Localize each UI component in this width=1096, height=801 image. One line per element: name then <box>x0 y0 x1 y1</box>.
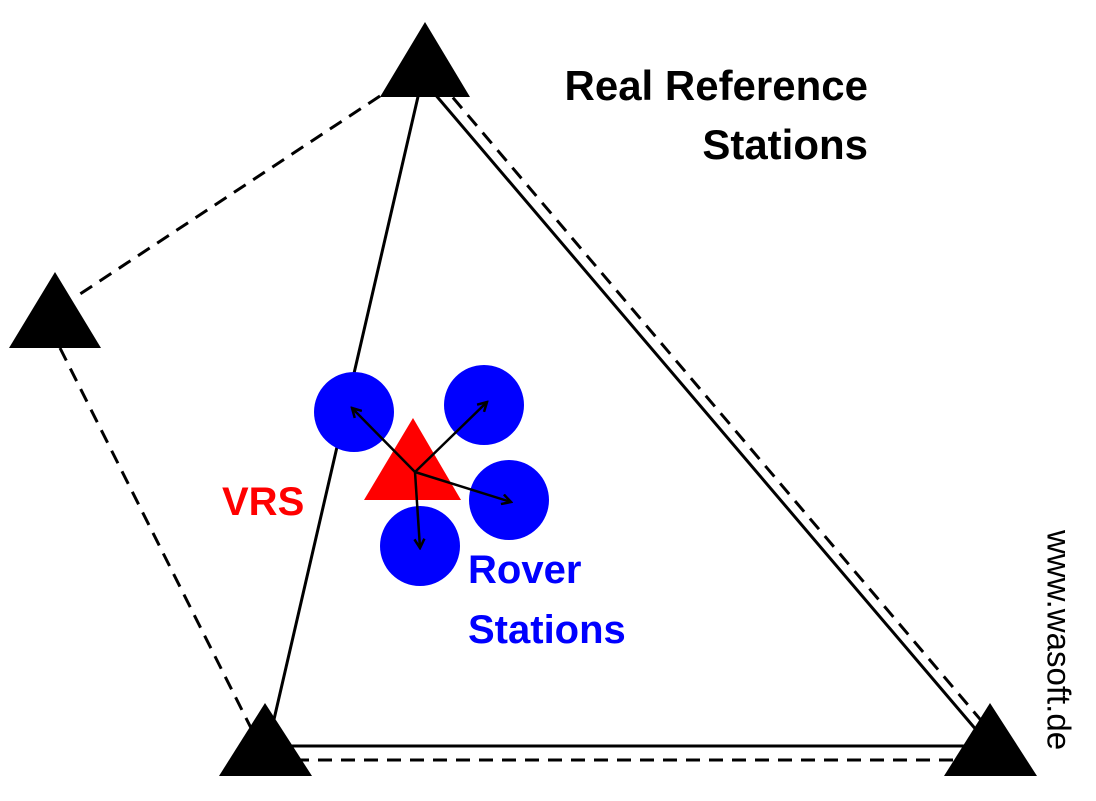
arrow-right <box>414 470 511 502</box>
arrow-upper-left <box>352 408 416 473</box>
dashed-network-lines <box>58 79 987 762</box>
arrow-upper-right <box>414 402 487 473</box>
real-reference-label-line2: Stations <box>702 121 868 168</box>
reference-station-left-icon <box>9 272 101 348</box>
reference-station-bottom-left-icon <box>219 703 312 776</box>
dashed-left-bottom <box>58 347 254 731</box>
real-reference-label-line1: Real Reference <box>564 62 869 109</box>
reference-station-bottom-right-icon <box>944 703 1037 776</box>
rover-label-line1: Rover <box>468 548 582 592</box>
vrs-label: VRS <box>222 480 305 524</box>
edge-top-bottom-right <box>426 85 980 733</box>
vrs-arrows <box>352 402 511 548</box>
rover-label-line2: Stations <box>468 608 626 652</box>
rover-station-right-icon <box>469 460 549 540</box>
dashed-top-right <box>436 79 987 726</box>
reference-station-top-icon <box>380 22 470 97</box>
reference-stations <box>9 22 1037 776</box>
arrow-down <box>415 471 420 548</box>
dashed-top-left <box>73 94 381 300</box>
watermark-url: www.wasoft.de <box>1040 529 1078 751</box>
